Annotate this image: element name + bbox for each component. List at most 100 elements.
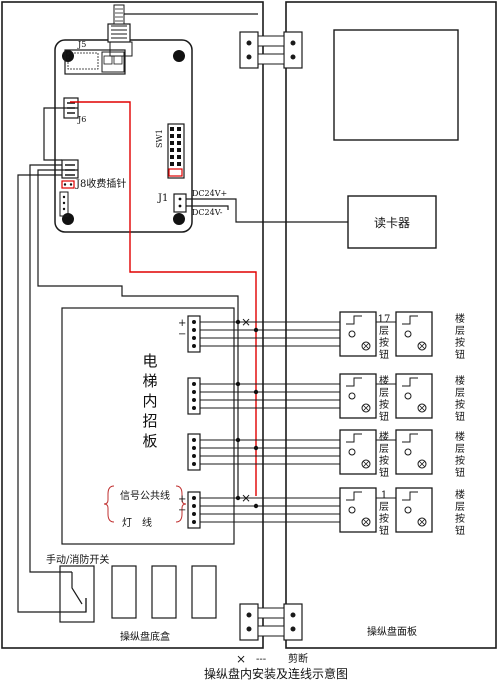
button-label-right: 层 (455, 443, 465, 455)
red-wire (70, 101, 257, 496)
button-label-right: 钮 (455, 466, 465, 479)
bottom-hinge (239, 603, 303, 641)
button-label-right: 按 (455, 398, 465, 411)
junction-dot (235, 437, 241, 443)
button-label-mid: 按 (379, 454, 389, 467)
button-label-right: 钮 (455, 410, 465, 423)
minus-bottom: − (178, 505, 186, 516)
button-contact (402, 491, 418, 501)
button-label-mid: 层 (379, 443, 389, 455)
button-label-right: 钮 (455, 524, 465, 537)
button-label-right: 楼 (455, 430, 465, 443)
button-terminal (348, 506, 356, 514)
floor-button-module (339, 373, 377, 419)
cut-mark-top: × (241, 315, 251, 329)
button-label-mid: 层 (379, 387, 389, 399)
junction-dot (253, 389, 259, 395)
terminal-pin (192, 344, 196, 348)
dc-negative-label: DC24V- (192, 208, 223, 217)
lamp-cross (418, 460, 426, 468)
junction-dot (253, 503, 259, 509)
terminal-pin (192, 454, 196, 458)
terminal-pin (192, 328, 196, 332)
terminal-blocks (187, 315, 201, 529)
lamp-icon (361, 517, 371, 527)
display-window (333, 29, 459, 141)
button-label-right: 楼 (455, 488, 465, 501)
minus-top: − (178, 329, 186, 340)
button-label-right: 按 (455, 336, 465, 349)
panel-label: 操纵盘面板 (367, 625, 417, 638)
lamp-icon (417, 459, 427, 469)
sw1-label: SW1 (155, 129, 164, 148)
button-terminal (404, 330, 412, 338)
terminal-pin (192, 390, 196, 394)
dc-positive-label: DC24V+ (192, 189, 227, 198)
plus-top: + (178, 318, 186, 329)
junction-dot (235, 381, 241, 387)
terminal-pin (192, 398, 196, 402)
button-terminal (348, 330, 356, 338)
legend-dashes: --- (256, 654, 266, 665)
terminal-block (187, 433, 201, 471)
button-label-mid: 按 (379, 336, 389, 349)
button-label-mid: 层 (379, 501, 389, 513)
button-label-mid: 钮 (379, 524, 389, 537)
bus-wires (200, 319, 396, 523)
button-label-mid: 楼 (379, 374, 389, 387)
brace-left (103, 485, 115, 523)
button-label-right: 按 (455, 512, 465, 525)
terminal-pin (192, 504, 196, 508)
legend-cut-text: 剪断 (288, 652, 308, 665)
button-label-mid: 钮 (379, 466, 389, 479)
black-wires (17, 13, 348, 613)
terminal-pin (192, 406, 196, 410)
junction-dot (235, 495, 241, 501)
j5-label: J5 (77, 40, 86, 49)
button-label-right: 按 (455, 454, 465, 467)
button-contact (402, 433, 418, 443)
lamp-cross (418, 342, 426, 350)
button-terminal (404, 448, 412, 456)
terminal-block (187, 315, 201, 353)
floor-button-module (339, 311, 377, 357)
button-label-mid: 按 (379, 512, 389, 525)
button-terminal (348, 448, 356, 456)
j1-label: J1 (157, 193, 168, 204)
lamp-icon (361, 403, 371, 413)
floor-button-module (339, 429, 377, 475)
floor-button-module (395, 487, 433, 533)
lamp-cross (418, 518, 426, 526)
button-contact (402, 315, 418, 325)
panel-frame (285, 1, 497, 649)
diagram-caption: 操纵盘内安装及连线示意图 (204, 666, 348, 681)
plus-bottom: + (178, 494, 186, 505)
button-label-mid: 1 (381, 490, 387, 501)
junction-dot (253, 445, 259, 451)
call-board-title: 电 梯 内 招 板 (142, 352, 157, 450)
button-label-right: 楼 (455, 374, 465, 387)
lamp-cross (362, 404, 370, 412)
button-label-right: 楼 (455, 312, 465, 325)
terminal-block (187, 377, 201, 415)
svg-text:梯: 梯 (142, 372, 157, 390)
button-contact (346, 491, 362, 501)
terminal-pin (192, 446, 196, 450)
control-board (54, 4, 193, 233)
j8-label: J8收费插针 (75, 177, 126, 190)
terminal-pin (192, 520, 196, 524)
junction-dot (253, 327, 259, 333)
lamp-icon (417, 403, 427, 413)
blank-slot-3 (191, 565, 217, 619)
floor-button-module (395, 373, 433, 419)
lamp-cross (362, 518, 370, 526)
lamp-icon (417, 517, 427, 527)
switch-label: 手动/消防开关 (46, 553, 109, 566)
button-contact (346, 315, 362, 325)
button-terminal (404, 506, 412, 514)
switch-box (59, 565, 95, 623)
terminal-block (187, 491, 201, 529)
signal-common-label: 信号公共线 (120, 489, 170, 502)
junction-dot (235, 319, 241, 325)
